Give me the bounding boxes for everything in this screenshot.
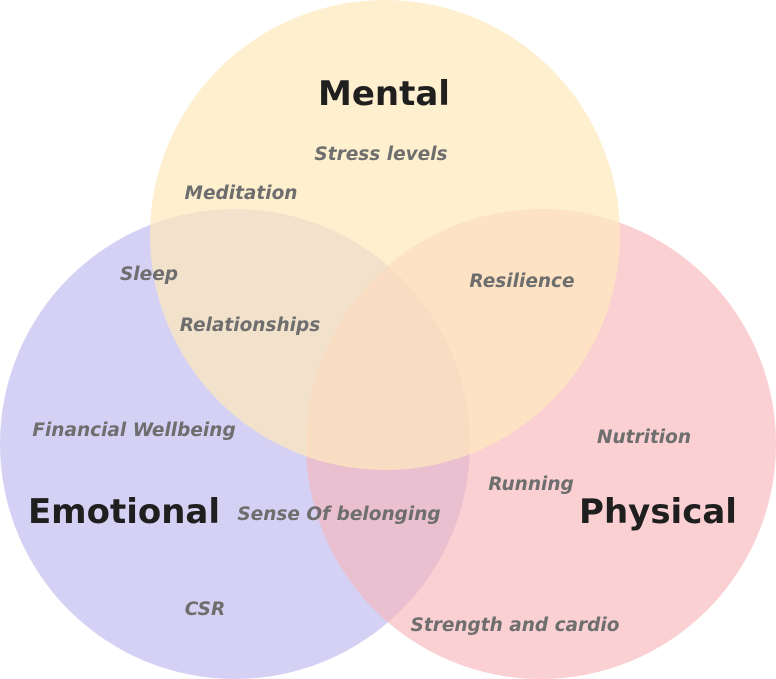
item-running: Running xyxy=(488,474,574,495)
item-csr: CSR xyxy=(185,599,226,620)
emotional-title: Emotional xyxy=(28,492,220,532)
item-relationships: Relationships xyxy=(180,315,321,336)
item-financial-wellbeing: Financial Wellbeing xyxy=(32,420,235,441)
mental-title: Mental xyxy=(318,74,450,114)
item-stress-levels: Stress levels xyxy=(314,144,447,165)
item-nutrition: Nutrition xyxy=(597,427,691,448)
item-strength-and-cardio: Strength and cardio xyxy=(411,615,620,636)
item-sense-of-belonging: Sense Of belonging xyxy=(237,504,440,525)
physical-title: Physical xyxy=(579,492,737,532)
mental-circle xyxy=(150,0,620,470)
item-resilience: Resilience xyxy=(469,271,574,292)
item-sleep: Sleep xyxy=(120,264,178,285)
item-meditation: Meditation xyxy=(185,183,298,204)
